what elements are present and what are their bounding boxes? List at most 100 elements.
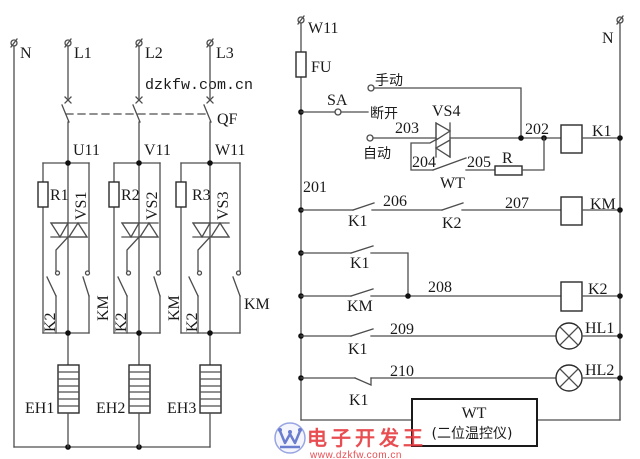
junction-dot (65, 330, 71, 336)
breaker-blade (61, 104, 70, 123)
contact-k2-label: K2 (184, 312, 201, 332)
contact-km-label: KM (244, 296, 270, 313)
supply-bus: W11 FU (295, 15, 339, 421)
contact-label-k2: K2 (442, 215, 462, 232)
node-label: W11 (215, 142, 246, 159)
thermostat-contact-label: WT (440, 175, 465, 192)
node-label-207: 207 (505, 195, 529, 212)
phase-2-branch: L2 V11 R2 VS2 (96, 38, 183, 448)
switch-pivot-icon (334, 108, 342, 116)
terminal-label-n: N (20, 45, 32, 62)
lamp-label-hl2: HL2 (585, 362, 614, 379)
control-circuit: W11 FU N SA 断开 手动 自动 (295, 15, 624, 447)
contact-km-label: KM (95, 295, 112, 321)
heater-label: EH1 (25, 400, 54, 417)
junction-dot (617, 293, 623, 299)
heater-icon (128, 364, 151, 414)
terminal-label-l3: L3 (216, 45, 234, 62)
watermark: 电子开发王 www.dzkfw.com.cn (274, 422, 427, 459)
terminal-label-l1: L1 (74, 45, 92, 62)
junction-dot (617, 207, 623, 213)
selector-off-label: 断开 (370, 106, 398, 122)
node-label-204: 204 (412, 154, 436, 171)
contact-km-icon (232, 162, 242, 334)
contact-km-icon (153, 162, 162, 334)
coil-label-km: KM (590, 196, 616, 213)
contact-label-k1: K1 (350, 255, 370, 272)
resistor-icon (37, 181, 49, 208)
resistor-label: R3 (192, 187, 211, 204)
contact-blade (441, 202, 464, 211)
selector-auto-label: 自动 (363, 146, 391, 162)
manual-contact-icon (367, 84, 375, 92)
phase-3-branch: L3 W11 R3 VS3 (167, 38, 270, 448)
selector-switch-sa: SA 断开 手动 自动 (298, 73, 522, 162)
rung-k1-parallel: K1 (298, 245, 409, 297)
junction-dot (65, 160, 71, 166)
gate-wire (410, 138, 438, 171)
breaker-blade (132, 104, 141, 123)
heater-label: EH2 (96, 400, 125, 417)
contact-k2-label: K2 (113, 312, 130, 332)
resistor-icon (175, 181, 187, 208)
junction-dot (518, 135, 524, 141)
thermostat-contact-blade (432, 157, 467, 171)
triac-icon (120, 221, 160, 272)
selector-label: SA (327, 92, 348, 109)
controller-box (411, 398, 538, 447)
breaker-x-icon (135, 96, 143, 104)
contact-label-k1: K1 (349, 392, 369, 409)
contact-label-km: KM (347, 298, 373, 315)
phase-1-branch: L1 U11 R1 VS1 (25, 38, 112, 448)
node-label-205: 205 (467, 154, 491, 171)
resistor-label: R1 (50, 187, 69, 204)
rung-hl2: 210 K1 HL2 (298, 362, 623, 409)
supply-label: W11 (308, 20, 339, 37)
brand-logo-icon (274, 422, 306, 454)
triac-vs4-label: VS4 (432, 103, 460, 120)
watermark-top-url: dzkfw.com.cn (145, 77, 253, 94)
coil-label-k1: K1 (592, 123, 612, 140)
controller-description: (二位温控仪) (432, 426, 513, 442)
auto-contact-icon (366, 134, 374, 142)
contact-blade (352, 202, 375, 211)
junction-dot (617, 333, 623, 339)
contact-label-k1: K1 (348, 341, 368, 358)
coil-label-k2: K2 (588, 281, 608, 298)
neutral-bus-left: N (10, 38, 32, 448)
watermark-brand: 电子开发王 (307, 426, 427, 450)
controller-name: WT (462, 405, 487, 422)
nc-contact-blade (354, 377, 372, 386)
relay-coil-icon (560, 124, 583, 154)
contact-k2-icon (117, 270, 132, 334)
contact-k2-icon (188, 270, 203, 334)
heater-icon (57, 364, 80, 414)
terminal-label-l2: L2 (145, 45, 163, 62)
rung-hl1: 209 K1 HL1 (298, 320, 623, 358)
node-label: V11 (144, 142, 171, 159)
selector-manual-label: 手动 (375, 73, 403, 89)
indicator-lamp-icon (555, 364, 583, 392)
breaker-label: QF (217, 111, 238, 128)
neutral-label: N (602, 30, 614, 47)
breaker-x-icon (64, 96, 72, 104)
node-label-210: 210 (390, 363, 414, 380)
junction-dot (617, 375, 623, 381)
watermark-url: www.dzkfw.com.cn (309, 450, 402, 459)
fuse-label: FU (311, 59, 332, 76)
contactor-coil-icon (560, 196, 583, 226)
resistor-label: R2 (121, 187, 140, 204)
manual-wire (373, 87, 522, 139)
contact-k2-icon (46, 270, 61, 334)
heater-label: EH3 (167, 400, 196, 417)
triac-vs4-icon (434, 121, 452, 159)
fuse-icon (295, 51, 307, 78)
node-label-206: 206 (383, 193, 407, 210)
node-label-209: 209 (390, 321, 414, 338)
junction-dot (617, 135, 623, 141)
contact-km-icon (82, 162, 91, 334)
triac-icon (49, 221, 89, 272)
junction-dot (207, 160, 213, 166)
resistor-icon (494, 165, 523, 176)
